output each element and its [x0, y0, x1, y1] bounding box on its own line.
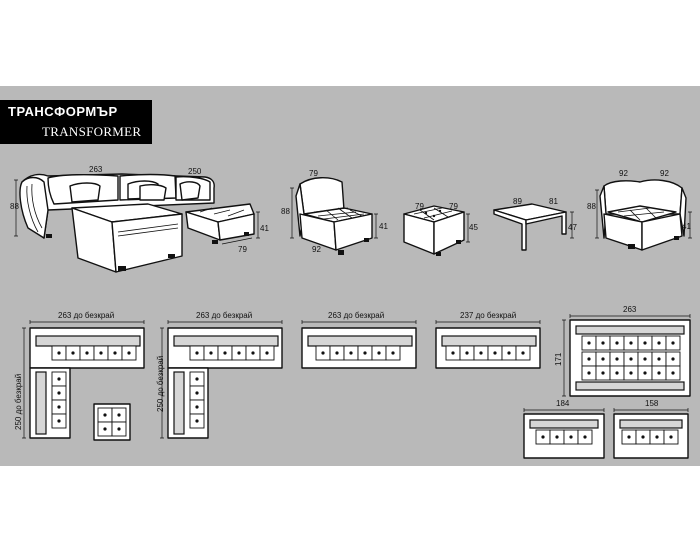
- corner-sofa-width: 263: [89, 165, 103, 174]
- config1-width: 263 до безкрай: [58, 311, 114, 320]
- config7-width: 158: [645, 399, 659, 408]
- config4-width: 237 до безкрай: [460, 311, 516, 320]
- armless-chair-height: 88: [281, 207, 290, 216]
- config2-width: 263 до безкрай: [196, 311, 252, 320]
- config1-side: 250 до безкрай: [14, 374, 23, 430]
- config-rect-263x171: [562, 314, 691, 397]
- armless-chair-seat-height: 41: [379, 222, 388, 231]
- config3-width: 263 до безкрай: [328, 311, 384, 320]
- armless-chair-drawing: [290, 177, 378, 255]
- armless-chair-depth: 92: [312, 245, 321, 254]
- config5-width: 263: [623, 305, 637, 314]
- pouf-width: 79: [415, 202, 424, 211]
- corner-sofa-height: 88: [10, 202, 19, 211]
- diagram-panel: [0, 86, 700, 466]
- corner-sofa-side: 250: [188, 167, 202, 176]
- corner-chair-height: 88: [587, 202, 596, 211]
- title-english: TRANSFORMER: [42, 124, 142, 139]
- pouf-depth: 79: [449, 202, 458, 211]
- armless-chair-width: 79: [309, 169, 318, 178]
- table-height: 47: [568, 223, 577, 232]
- corner-chair-drawing: [595, 179, 692, 251]
- config-pouf-square: [93, 403, 131, 441]
- config6-width: 184: [556, 399, 570, 408]
- config2-side: 250 до безкрай: [156, 356, 165, 412]
- config-l-shape-1: [22, 320, 145, 439]
- title-bulgarian: ТРАНСФОРМЪР: [8, 104, 118, 119]
- config-straight-263: [301, 320, 417, 369]
- config-sofa-158: [613, 408, 689, 459]
- corner-chair-width-a: 92: [619, 169, 628, 178]
- config-straight-237: [435, 320, 541, 369]
- title-box: [0, 100, 152, 144]
- config-sofa-184: [523, 408, 605, 459]
- table-width: 89: [513, 197, 522, 206]
- corner-sofa-drawing: [14, 173, 260, 273]
- ottoman-height: 41: [260, 224, 269, 233]
- pouf-height: 45: [469, 223, 478, 232]
- corner-chair-width-b: 92: [660, 169, 669, 178]
- ottoman-width: 79: [238, 245, 247, 254]
- config-l-shape-2: [160, 320, 283, 439]
- corner-chair-seat-height: 41: [682, 222, 691, 231]
- config5-depth: 171: [554, 352, 563, 366]
- pouf-drawing: [403, 205, 470, 256]
- table-depth: 81: [549, 197, 558, 206]
- table-drawing: [493, 203, 574, 251]
